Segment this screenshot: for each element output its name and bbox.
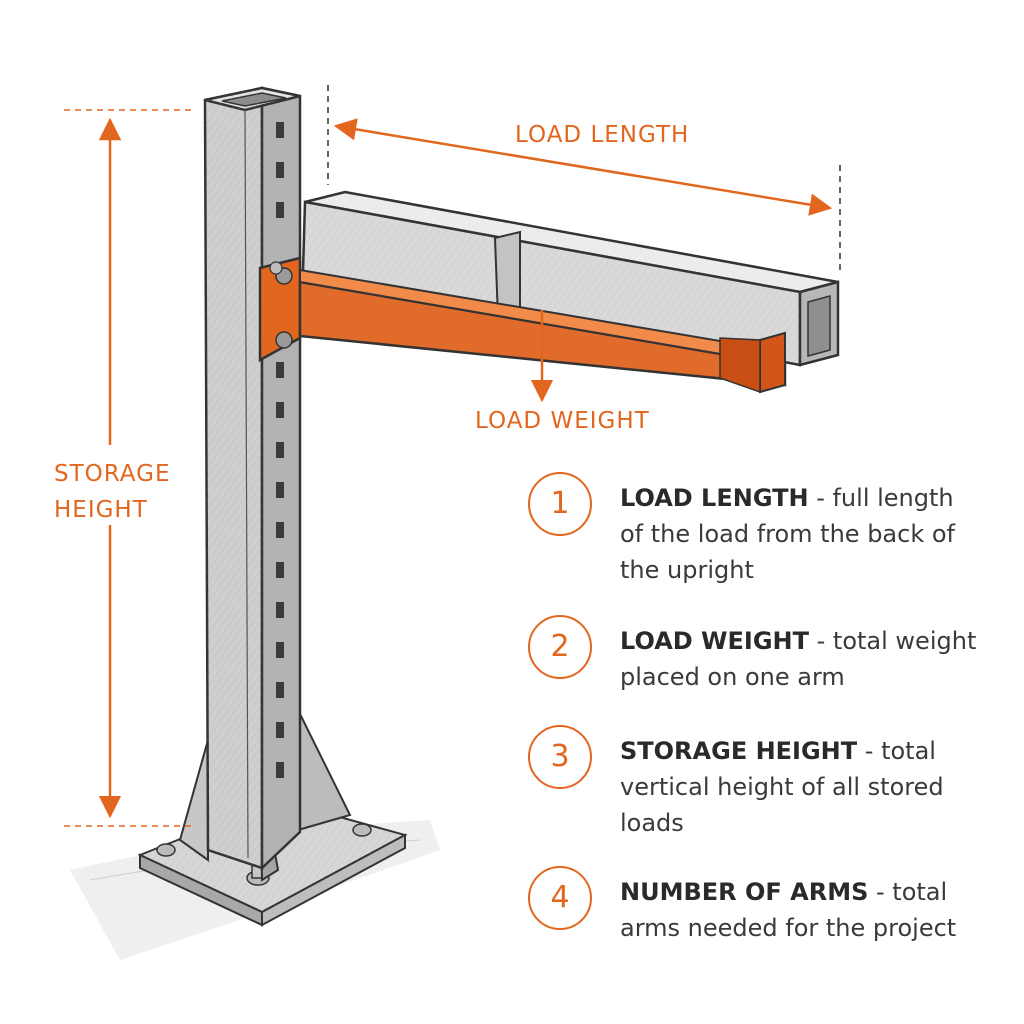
legend-separator: - <box>857 737 882 765</box>
legend-number-badge: 4 <box>528 866 592 930</box>
legend-text: STORAGE HEIGHT - total vertical height o… <box>620 733 980 841</box>
legend-number-badge: 2 <box>528 615 592 679</box>
legend-description: total weight placed on one arm <box>620 627 977 691</box>
load-length-label: LOAD LENGTH <box>515 122 690 148</box>
legend-description: full length of the load from the back of… <box>620 484 955 584</box>
storage-height-label: STORAGE HEIGHT <box>54 456 171 528</box>
legend-text: LOAD LENGTH - full length of the load fr… <box>620 480 980 588</box>
legend-separator: - <box>868 878 893 906</box>
load-length-arrow <box>333 118 833 216</box>
load-bar <box>301 190 840 367</box>
legend-item: 3 STORAGE HEIGHT - total vertical height… <box>528 725 998 845</box>
load-weight-label: LOAD WEIGHT <box>475 408 650 434</box>
legend-item: 1 LOAD LENGTH - full length of the load … <box>528 472 998 592</box>
legend-title: LOAD WEIGHT <box>620 627 809 655</box>
load-length-dimension <box>327 85 841 270</box>
storage-height-label-line2: HEIGHT <box>54 497 148 523</box>
legend-separator: - <box>809 627 833 655</box>
legend-item: 4 NUMBER OF ARMS - total arms needed for… <box>528 866 998 986</box>
legend-separator: - <box>808 484 833 512</box>
legend-description: total arms needed for the project <box>620 878 957 942</box>
legend-description: total vertical height of all stored load… <box>620 737 944 837</box>
legend-number-badge: 1 <box>528 472 592 536</box>
upright-slots <box>276 122 284 778</box>
legend-number-badge: 3 <box>528 725 592 789</box>
legend-item: 2 LOAD WEIGHT - total weight placed on o… <box>528 615 998 735</box>
upright-column <box>203 86 302 871</box>
legend-title: STORAGE HEIGHT <box>620 737 858 765</box>
legend-title: LOAD LENGTH <box>620 484 809 512</box>
legend-text: NUMBER OF ARMS - total arms needed for t… <box>620 874 980 946</box>
storage-height-label-line1: STORAGE <box>54 461 171 487</box>
legend-title: NUMBER OF ARMS <box>620 878 869 906</box>
anchor-bolt <box>156 823 372 886</box>
legend-text: LOAD WEIGHT - total weight placed on one… <box>620 623 980 695</box>
storage-height-dimension <box>64 109 192 827</box>
